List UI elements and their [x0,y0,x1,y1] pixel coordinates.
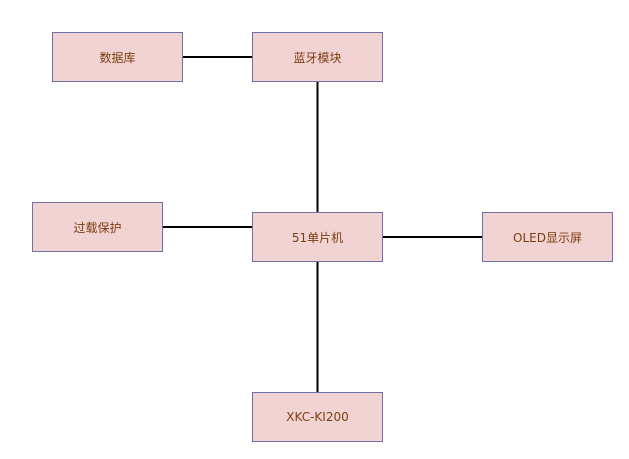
node-sensor: XKC-KI200 [252,392,383,442]
node-bluetooth-label: 蓝牙模块 [293,50,342,65]
node-mcu-label: 51单片机 [291,230,344,245]
node-bluetooth-module: 蓝牙模块 [252,32,383,82]
node-database-label: 数据库 [99,50,136,65]
node-mcu: 51单片机 [252,212,383,262]
node-database: 数据库 [52,32,183,82]
node-overload-protection: 过载保护 [32,202,163,252]
node-oled-display: OLED显示屏 [482,212,613,262]
node-overload-label: 过载保护 [73,220,122,235]
node-sensor-label: XKC-KI200 [286,410,349,424]
node-oled-label: OLED显示屏 [513,230,582,245]
